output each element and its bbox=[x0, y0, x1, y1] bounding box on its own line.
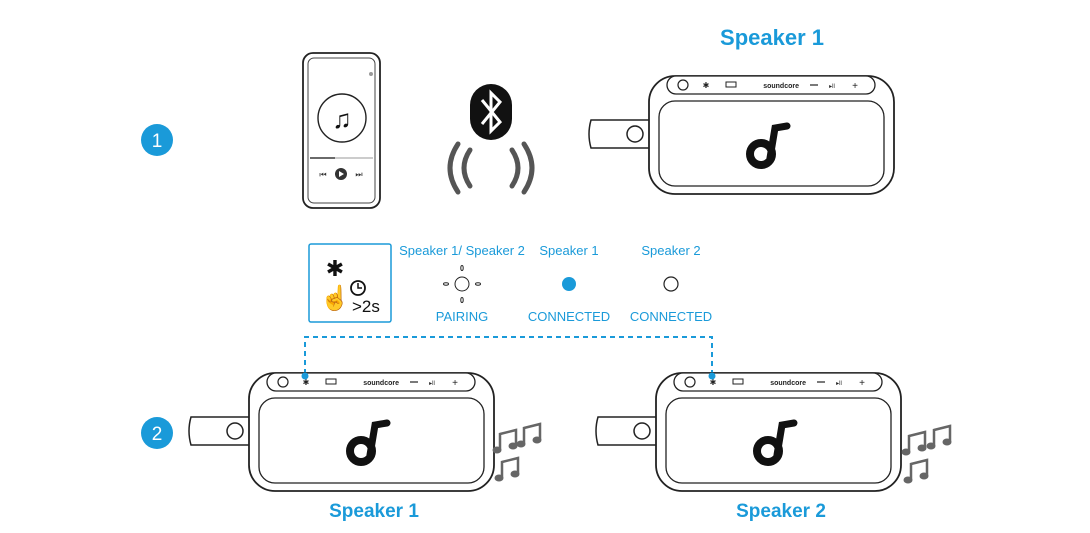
solid-white-light-icon bbox=[663, 276, 679, 292]
indicator-state-speaker-1: CONNECTED bbox=[528, 309, 610, 324]
indicator-state-speaker-2: CONNECTED bbox=[630, 309, 712, 324]
bottom-speaker-2-title: Speaker 2 bbox=[736, 501, 826, 522]
next-icon: ⏭ bbox=[355, 170, 362, 179]
step-2-badge: 2 bbox=[141, 417, 173, 449]
bluetooth-button-connector bbox=[304, 336, 713, 374]
step-2-number: 2 bbox=[152, 424, 163, 445]
bluetooth-symbol-icon: ✱ bbox=[326, 256, 344, 281]
bluetooth-icon bbox=[470, 84, 512, 140]
speaker-2-bottom bbox=[596, 373, 901, 491]
step-1-badge: 1 bbox=[141, 124, 173, 156]
top-speaker-title: Speaker 1 bbox=[720, 25, 824, 50]
music-notes-icon bbox=[900, 424, 953, 485]
indicator-label-pairing: Speaker 1/ Speaker 2 bbox=[399, 243, 525, 258]
indicator-label-speaker-2: Speaker 2 bbox=[641, 243, 700, 258]
bottom-speaker-1-title: Speaker 1 bbox=[329, 501, 419, 522]
smartphone: ♫ ⏮ ⏭ bbox=[302, 52, 381, 209]
previous-icon: ⏮ bbox=[319, 170, 326, 179]
step-1-number: 1 bbox=[152, 131, 163, 152]
speaker-1-bottom bbox=[189, 373, 494, 491]
solid-blue-light-icon bbox=[562, 277, 576, 291]
signal-waves-icon bbox=[447, 141, 535, 195]
indicator-state-pairing: PAIRING bbox=[436, 309, 489, 324]
hand-press-icon: ☝ bbox=[320, 283, 350, 312]
indicator-label-speaker-1: Speaker 1 bbox=[539, 243, 598, 258]
hold-time: >2s bbox=[352, 297, 380, 316]
pairing-flashing-light-icon bbox=[443, 265, 481, 303]
music-note-icon: ♫ bbox=[332, 104, 352, 134]
clock-icon bbox=[350, 280, 366, 296]
speaker-1-top bbox=[589, 76, 894, 194]
music-notes-icon bbox=[491, 422, 543, 483]
bluetooth-hold-instruction: ✱ ☝ >2s bbox=[308, 243, 392, 323]
